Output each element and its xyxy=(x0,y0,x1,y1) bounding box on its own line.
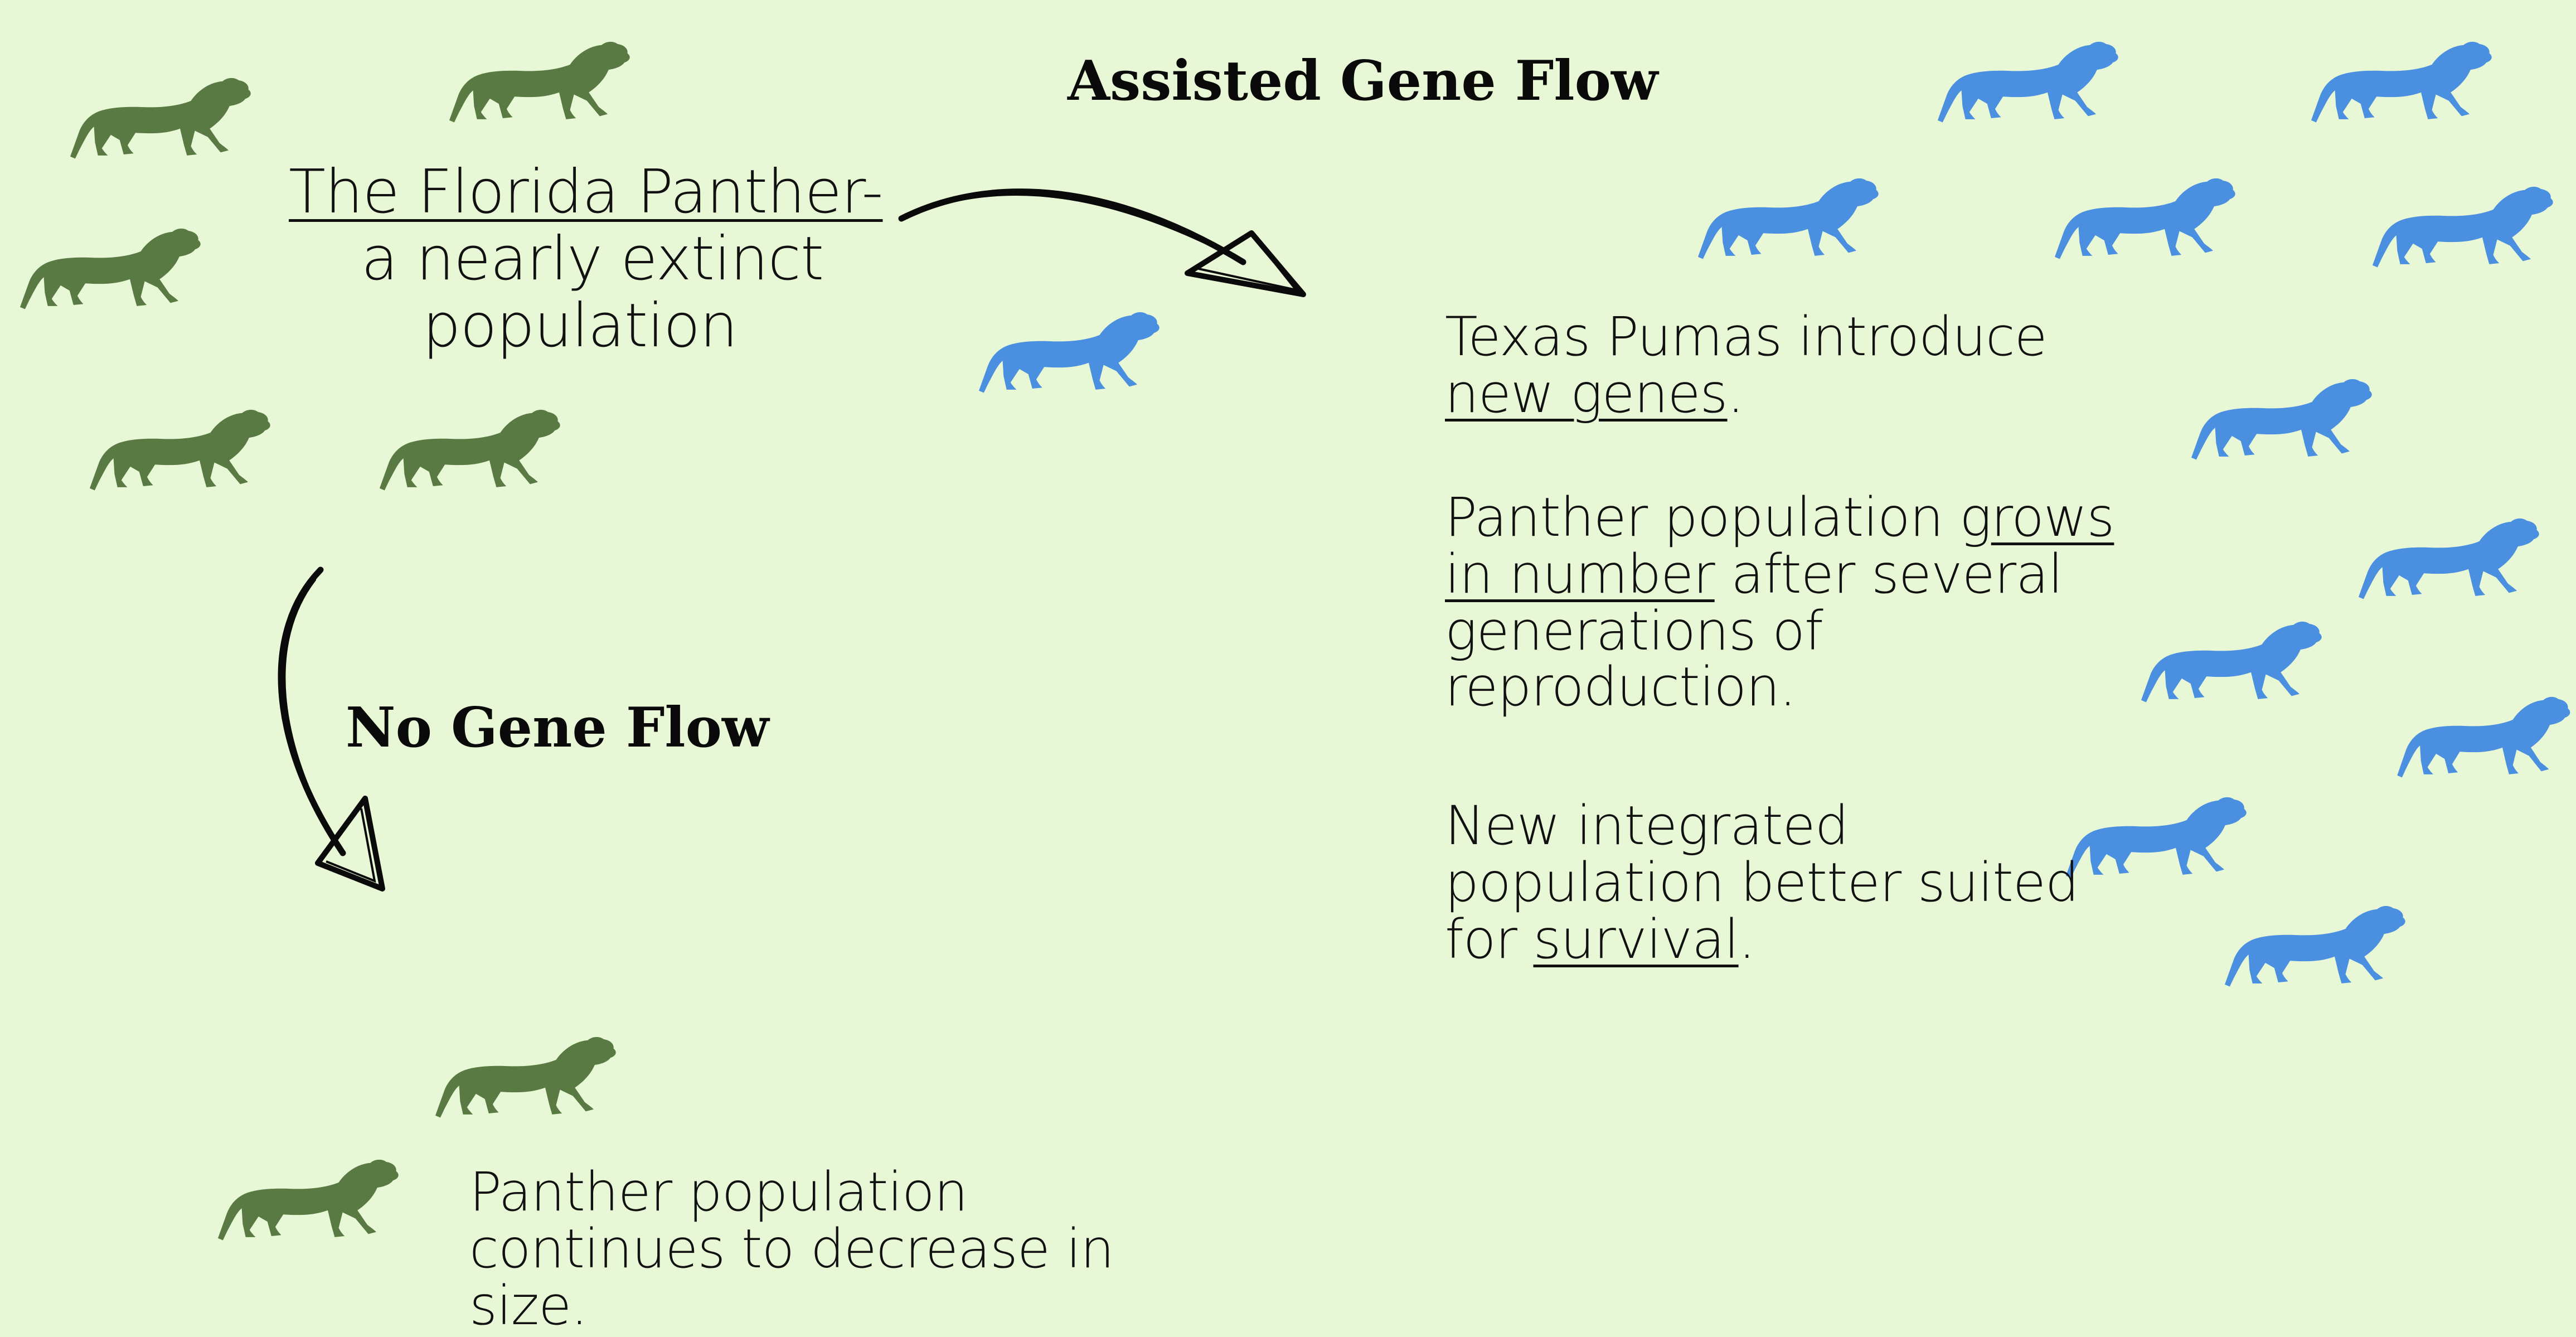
assisted-text-3-line-2: population better suited xyxy=(1445,851,2079,914)
title-line-2: a nearly extinct xyxy=(361,224,824,294)
florida-panther-icon xyxy=(61,59,259,162)
texas-puma-icon xyxy=(2389,677,2576,781)
title-line-1: The Florida Panther- xyxy=(289,157,883,227)
assisted-text-2-line-1: Panther population grows xyxy=(1445,486,2114,549)
florida-panther-icon xyxy=(209,1140,407,1243)
texas-puma-icon xyxy=(970,293,1168,396)
no-gene-flow-heading: No Gene Flow xyxy=(346,696,769,760)
assisted-text-2-line-3: generations of xyxy=(1445,600,1823,662)
assisted-text-2-line-4: reproduction. xyxy=(1445,656,1796,718)
texas-puma-icon xyxy=(2046,159,2244,262)
period: . xyxy=(1738,908,1755,971)
new-genes-emphasis: new genes xyxy=(1445,362,1728,425)
assisted-text-3-line-1: New integrated xyxy=(1445,795,1849,857)
texas-puma-icon xyxy=(2057,778,2255,881)
assisted-text-2-line-2: in number after several xyxy=(1445,543,2063,605)
survival-emphasis: survival xyxy=(1533,908,1739,971)
florida-panther-icon xyxy=(81,390,279,493)
florida-panther-icon xyxy=(426,1018,624,1121)
texas-puma-icon xyxy=(2350,499,2548,602)
no-flow-text-line-1: Panther population xyxy=(469,1161,968,1223)
assisted-text-1-line-2: new genes. xyxy=(1445,362,1744,425)
assisted-gene-flow-heading: Assisted Gene Flow xyxy=(1068,49,1658,113)
text-run: Panther population g xyxy=(1445,486,1992,549)
texas-puma-icon xyxy=(2132,602,2330,705)
assisted-text-1-line-1: Texas Pumas introduce xyxy=(1445,306,2048,368)
texas-puma-icon xyxy=(1929,22,2127,125)
texas-puma-icon xyxy=(2216,887,2414,990)
texas-puma-icon xyxy=(1689,159,1887,262)
assisted-text-3-line-3: for survival. xyxy=(1445,908,1755,971)
florida-panther-icon xyxy=(440,22,638,125)
florida-panther-icon xyxy=(371,390,569,493)
period: . xyxy=(1727,362,1744,425)
texas-puma-icon xyxy=(2302,22,2500,125)
no-flow-text-line-2: continues to decrease in xyxy=(469,1218,1114,1280)
text-run: after several xyxy=(1714,543,2063,605)
text-run: for xyxy=(1445,908,1534,971)
florida-panther-icon xyxy=(11,209,209,312)
texas-puma-icon xyxy=(2364,167,2562,270)
grows-emphasis: rows xyxy=(1991,486,2115,549)
title-line-3: population xyxy=(423,291,738,361)
texas-puma-icon xyxy=(2182,360,2380,463)
no-flow-text-line-3: size. xyxy=(469,1275,588,1337)
in-number-emphasis: in number xyxy=(1445,543,1715,605)
